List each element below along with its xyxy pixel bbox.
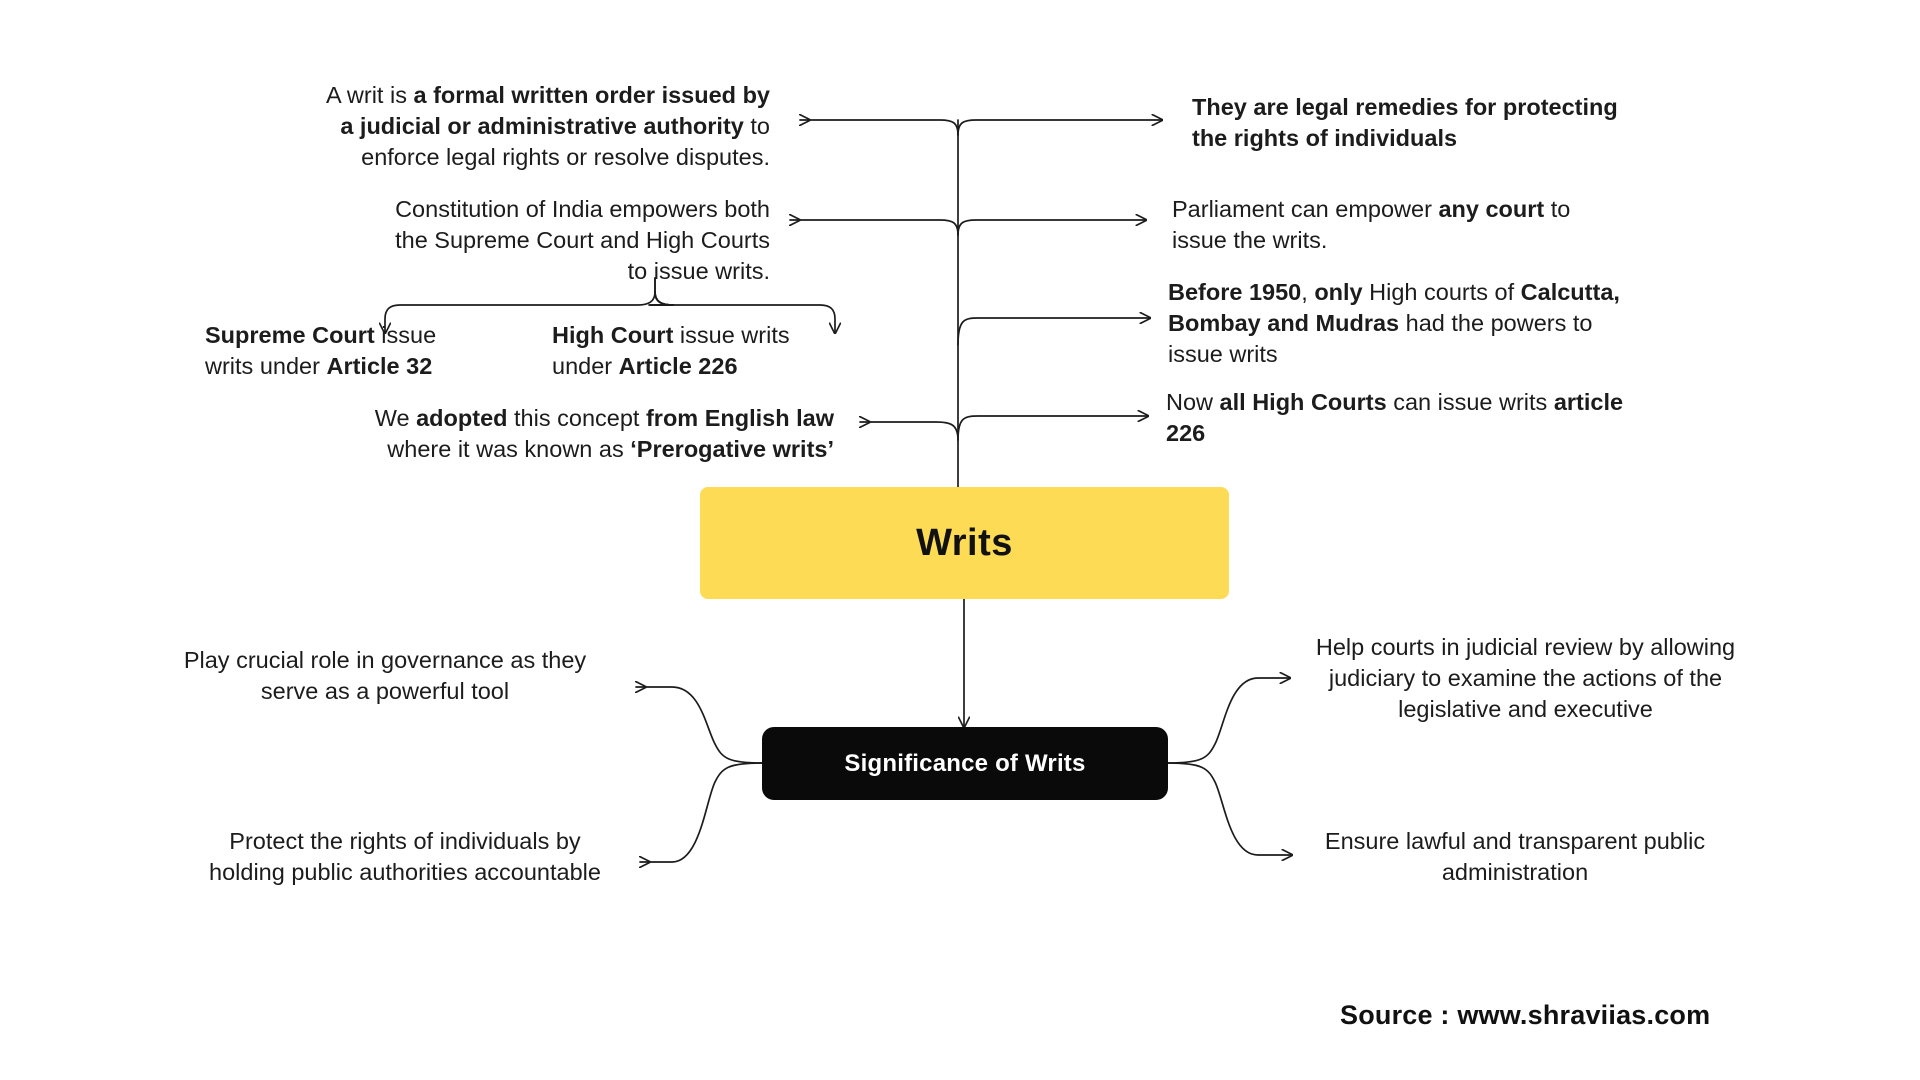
- constitution-line1: Constitution of India empowers both: [395, 196, 770, 222]
- significance-node-label: Significance of Writs: [844, 749, 1086, 777]
- connector-remedies: [957, 120, 1162, 136]
- before-1950-line2-plain: had the powers to: [1399, 310, 1593, 337]
- judicial-review-line2: judiciary to examine the actions of the: [1328, 665, 1723, 692]
- connector-bracket-joint: [654, 291, 674, 306]
- high-court-bold: High Court: [552, 322, 674, 348]
- before-1950-bold1: Before 1950: [1168, 279, 1302, 305]
- parliament-pre: Parliament can empower: [1172, 196, 1439, 222]
- definition-line2-plain: to: [743, 113, 770, 140]
- definition-line1-plain: A writ is: [326, 82, 414, 108]
- english-law-line2-plain: where it was known as: [387, 436, 631, 463]
- supreme-court-plain: issue: [374, 322, 437, 348]
- connector-lawful-admin: [1167, 762, 1292, 855]
- remedies-line1: They are legal remedies for protecting: [1192, 94, 1618, 120]
- branch-protect-rights: Protect the rights of individuals by hol…: [175, 826, 635, 888]
- connector-definition: [800, 120, 959, 136]
- parliament-bold: any court: [1438, 196, 1545, 222]
- connector-bracket-right-curve: [654, 291, 673, 306]
- play-role-line2: serve as a powerful tool: [260, 678, 510, 705]
- source-credit: Source : www.shraviias.com: [1340, 1000, 1711, 1030]
- connector-protect-rights: [640, 762, 763, 862]
- definition-line2-bold: a judicial or administrative authority: [340, 113, 744, 140]
- branch-constitution: Constitution of India empowers both the …: [350, 194, 770, 287]
- supreme-court-bold: Supreme Court: [205, 322, 375, 348]
- branch-now-all-high-courts: Now all High Courts can issue writs arti…: [1166, 387, 1651, 449]
- branch-lawful-administration: Ensure lawful and transparent public adm…: [1290, 826, 1740, 888]
- constitution-line2: the Supreme Court and High Courts: [395, 227, 770, 254]
- now-plain1: Now: [1166, 389, 1220, 415]
- high-court-line2-plain: under: [552, 353, 619, 380]
- high-court-plain: issue writs: [673, 322, 790, 348]
- branch-parliament: Parliament can empower any court to issu…: [1172, 194, 1622, 256]
- lawful-admin-line1: Ensure lawful and transparent public: [1324, 828, 1706, 854]
- supreme-court-line2-plain: writs under: [205, 353, 327, 380]
- definition-line3-plain: enforce legal rights or resolve disputes…: [361, 144, 770, 171]
- english-law-plain2: this concept: [507, 405, 646, 431]
- connector-constitution: [790, 220, 959, 236]
- branch-supreme-court: Supreme Court issue writs under Article …: [205, 320, 465, 382]
- play-role-line1: Play crucial role in governance as they: [183, 647, 587, 673]
- protect-rights-line2: holding public authorities accountable: [209, 859, 601, 886]
- judicial-review-line1: Help courts in judicial review by allowi…: [1315, 634, 1736, 660]
- branch-judicial-review: Help courts in judicial review by allowi…: [1288, 632, 1763, 725]
- english-law-plain1: We: [374, 405, 417, 431]
- before-1950-line3: issue writs: [1168, 341, 1278, 368]
- branch-definition: A writ is a formal written order issued …: [296, 80, 770, 173]
- english-law-bold2: from English law: [645, 405, 834, 431]
- protect-rights-line1: Protect the rights of individuals by: [229, 828, 581, 854]
- connector-parliament: [957, 220, 1146, 236]
- connector-english-law: [860, 422, 959, 441]
- root-node-label: Writs: [916, 521, 1013, 564]
- parliament-line2: issue the writs.: [1172, 227, 1328, 254]
- connector-before-1950: [957, 318, 1150, 346]
- english-law-line2-bold: ‘Prerogative writs’: [630, 436, 834, 463]
- root-node-writs[interactable]: Writs: [700, 487, 1229, 599]
- english-law-bold1: adopted: [416, 405, 508, 431]
- before-1950-bold2: only: [1314, 279, 1363, 305]
- definition-line1-bold: a formal written order issued by: [413, 82, 770, 108]
- connector-play-role: [636, 687, 763, 764]
- now-bold2: article: [1553, 389, 1624, 415]
- parliament-post: to: [1544, 196, 1571, 222]
- supreme-court-article: Article 32: [326, 353, 433, 380]
- node-significance-of-writs[interactable]: Significance of Writs: [762, 727, 1168, 800]
- branch-high-court: High Court issue writs under Article 226: [552, 320, 812, 382]
- before-1950-line2-bold: Bombay and Mudras: [1168, 310, 1400, 337]
- now-plain2: can issue writs: [1386, 389, 1554, 415]
- high-court-article: Article 226: [618, 353, 738, 380]
- connector-judicial-review: [1167, 678, 1290, 764]
- before-1950-plain2: High courts of: [1362, 279, 1521, 305]
- judicial-review-line3: legislative and executive: [1398, 696, 1653, 723]
- remedies-line2: the rights of individuals: [1192, 125, 1458, 152]
- branch-before-1950: Before 1950, only High courts of Calcutt…: [1168, 277, 1648, 370]
- connector-bracket-left-half: [648, 291, 675, 306]
- before-1950-plain1: ,: [1301, 279, 1315, 305]
- branch-legal-remedies: They are legal remedies for protecting t…: [1192, 92, 1662, 154]
- before-1950-bold3: Calcutta,: [1520, 279, 1620, 305]
- lawful-admin-line2: administration: [1441, 859, 1589, 886]
- constitution-line3: to issue writs.: [627, 258, 770, 285]
- now-bold1: all High Courts: [1219, 389, 1387, 415]
- now-line2-bold: 226: [1166, 420, 1206, 447]
- branch-play-crucial-role: Play crucial role in governance as they …: [150, 645, 620, 707]
- branch-english-law: We adopted this concept from English law…: [348, 403, 834, 465]
- connector-now-high-courts: [957, 416, 1148, 441]
- connector-bracket-right-stub: [654, 291, 675, 306]
